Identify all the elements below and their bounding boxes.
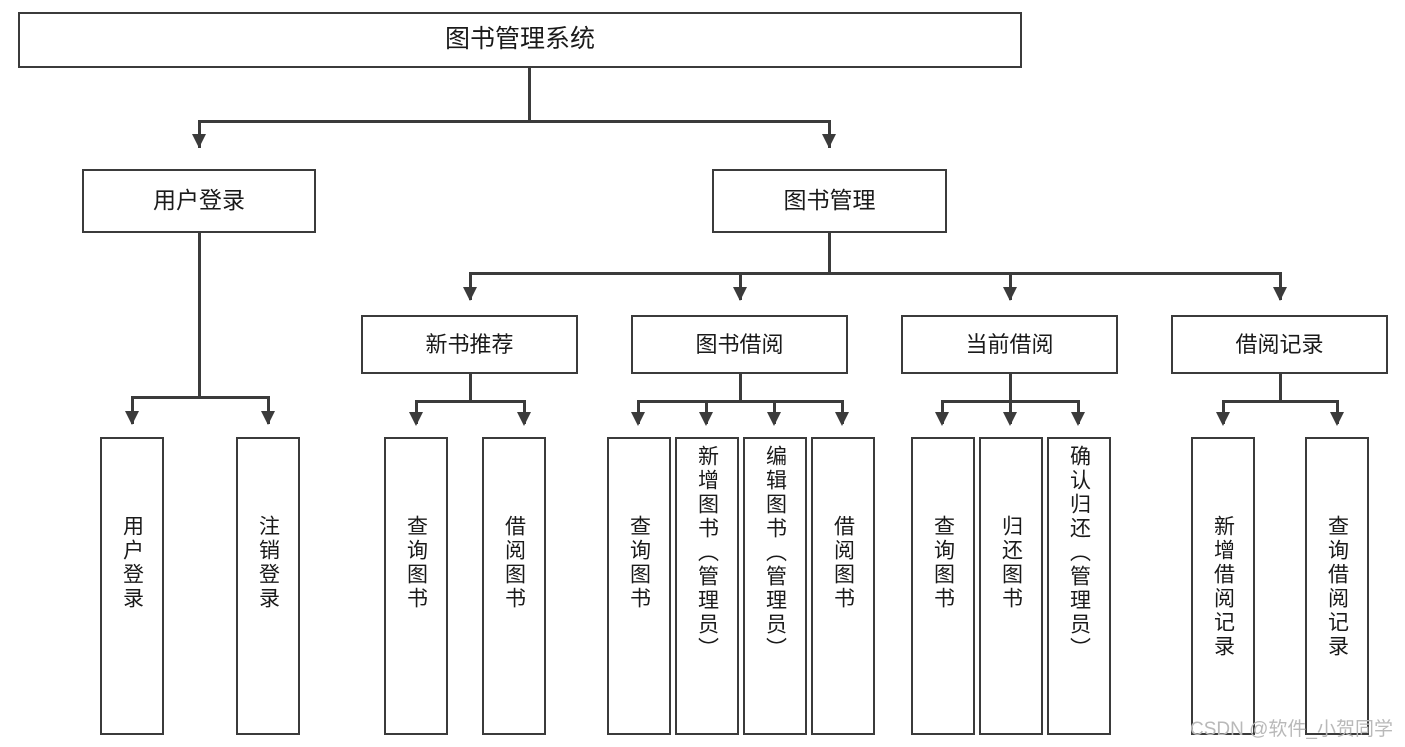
leaf-label: 用户登录 xyxy=(120,515,144,611)
node-book-management[interactable]: 图书管理 xyxy=(712,169,947,233)
edge-book-mgmt-drop-1 xyxy=(469,272,472,300)
node-label: 当前借阅 xyxy=(965,331,1054,357)
leaf-query-book-recommend[interactable]: 查询图书 xyxy=(384,437,448,735)
leaf-add-book-admin[interactable]: 新增图书（管理员） xyxy=(675,437,739,735)
leaf-edit-book-admin[interactable]: 编辑图书（管理员） xyxy=(743,437,807,735)
node-label: 图书管理系统 xyxy=(444,25,595,54)
edge-book-mgmt-drop-2 xyxy=(739,272,742,300)
arrow-leaf-add-book xyxy=(699,412,713,426)
edge-user-login-drop-1 xyxy=(131,396,134,424)
edge-book-mgmt-stem xyxy=(828,233,831,274)
arrow-to-book-mgmt xyxy=(822,134,836,148)
arrow-to-new-book-recommend xyxy=(463,287,477,301)
node-label: 新书推荐 xyxy=(425,331,514,357)
arrow-to-user-login xyxy=(192,134,206,148)
leaf-label: 编辑图书（管理员） xyxy=(763,445,787,661)
edge-root-bus xyxy=(198,120,831,123)
arrow-leaf-return-book xyxy=(1003,412,1017,426)
node-new-book-recommend[interactable]: 新书推荐 xyxy=(361,315,578,374)
edge-user-login-bus xyxy=(131,396,269,399)
edge-book-mgmt-drop-3 xyxy=(1009,272,1012,300)
leaf-label: 确认归还（管理员） xyxy=(1067,445,1091,661)
edge-user-login-drop-2 xyxy=(267,396,270,424)
arrow-leaf-user-login xyxy=(125,411,139,425)
arrow-to-book-borrow xyxy=(733,287,747,301)
node-label: 用户登录 xyxy=(153,187,245,214)
arrow-to-borrow-record xyxy=(1273,287,1287,301)
leaf-label: 新增图书（管理员） xyxy=(695,445,719,661)
leaf-logout[interactable]: 注销登录 xyxy=(236,437,300,735)
arrow-leaf-borrow-book-b xyxy=(835,412,849,426)
edge-current-borrow-stem xyxy=(1009,374,1012,402)
leaf-label: 归还图书 xyxy=(999,515,1023,611)
edge-user-login-stem xyxy=(198,233,201,398)
watermark-text: CSDN @软件_小贺同学 xyxy=(1190,719,1393,740)
leaf-query-book-borrow[interactable]: 查询图书 xyxy=(607,437,671,735)
leaf-label: 查询图书 xyxy=(627,515,651,611)
arrow-to-current-borrow xyxy=(1003,287,1017,301)
arrow-leaf-query-book-c xyxy=(935,412,949,426)
leaf-add-borrow-record[interactable]: 新增借阅记录 xyxy=(1191,437,1255,735)
arrow-leaf-logout xyxy=(261,411,275,425)
node-user-login[interactable]: 用户登录 xyxy=(82,169,316,233)
arrow-leaf-query-book-b xyxy=(631,412,645,426)
node-borrow-record[interactable]: 借阅记录 xyxy=(1171,315,1388,374)
arrow-leaf-add-record xyxy=(1216,412,1230,426)
node-book-borrow[interactable]: 图书借阅 xyxy=(631,315,848,374)
edge-borrow-record-bus xyxy=(1222,400,1338,403)
leaf-user-login[interactable]: 用户登录 xyxy=(100,437,164,735)
arrow-leaf-query-book-a xyxy=(409,412,423,426)
leaf-label: 查询借阅记录 xyxy=(1325,515,1349,659)
edge-book-borrow-stem xyxy=(739,374,742,402)
arrow-leaf-confirm-return xyxy=(1071,412,1085,426)
leaf-label: 查询图书 xyxy=(931,515,955,611)
arrow-leaf-query-record xyxy=(1330,412,1344,426)
leaf-confirm-return-admin[interactable]: 确认归还（管理员） xyxy=(1047,437,1111,735)
arrow-leaf-edit-book xyxy=(767,412,781,426)
leaf-label: 借阅图书 xyxy=(831,515,855,611)
leaf-label: 查询图书 xyxy=(404,515,428,611)
leaf-query-borrow-record[interactable]: 查询借阅记录 xyxy=(1305,437,1369,735)
arrow-leaf-borrow-book-a xyxy=(517,412,531,426)
leaf-query-book-current[interactable]: 查询图书 xyxy=(911,437,975,735)
node-current-borrow[interactable]: 当前借阅 xyxy=(901,315,1118,374)
node-label: 图书借阅 xyxy=(695,331,784,357)
node-label: 图书管理 xyxy=(783,187,876,214)
edge-root-stem xyxy=(528,68,531,122)
edge-book-mgmt-bus xyxy=(469,272,1281,275)
leaf-borrow-book[interactable]: 借阅图书 xyxy=(811,437,875,735)
leaf-label: 注销登录 xyxy=(256,515,280,611)
edge-new-book-stem xyxy=(469,374,472,402)
node-label: 借阅记录 xyxy=(1235,331,1324,357)
leaf-return-book[interactable]: 归还图书 xyxy=(979,437,1043,735)
watermark-csdn: CSDN @软件_小贺同学 xyxy=(1190,714,1393,741)
edge-book-borrow-bus xyxy=(637,400,844,403)
edge-borrow-record-stem xyxy=(1279,374,1282,402)
edge-book-mgmt-drop-4 xyxy=(1279,272,1282,300)
edge-new-book-bus xyxy=(415,400,525,403)
leaf-borrow-book-recommend[interactable]: 借阅图书 xyxy=(482,437,546,735)
leaf-label: 借阅图书 xyxy=(502,515,526,611)
node-root-system[interactable]: 图书管理系统 xyxy=(18,12,1022,68)
leaf-label: 新增借阅记录 xyxy=(1211,515,1235,659)
